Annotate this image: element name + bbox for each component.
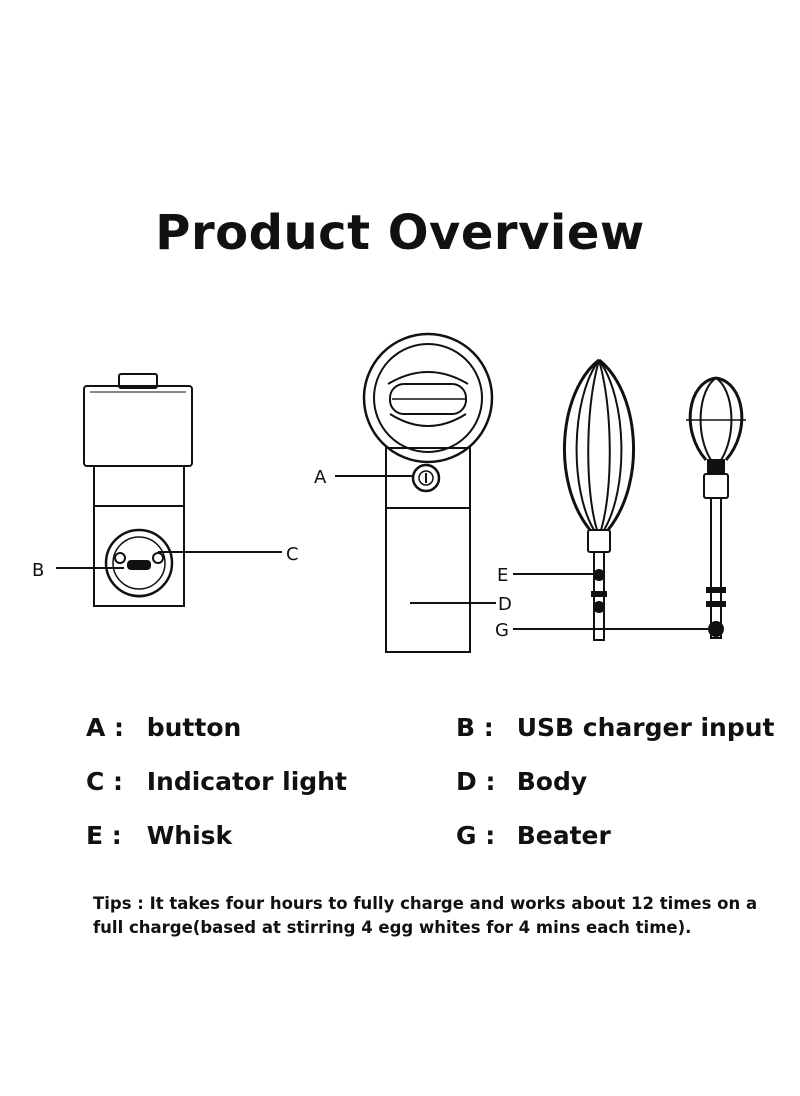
legend-text: Indicator light (146, 767, 347, 796)
callout-d: D (498, 594, 512, 615)
callout-b: B (32, 560, 44, 581)
legend-item-c: C : Indicator light (86, 767, 347, 796)
power-button-ring (411, 463, 441, 493)
legend-letter: C : (86, 767, 124, 796)
legend-text: USB charger input (516, 713, 775, 742)
device-back-view (83, 373, 193, 607)
legend-letter: D : (456, 767, 496, 796)
legend-text: Whisk (146, 821, 233, 850)
legend-letter: E : (86, 821, 122, 850)
legend-text: Beater (516, 821, 611, 850)
callout-a: A (314, 467, 327, 488)
product-diagram: A B C D E G (32, 332, 746, 653)
device-front-view (362, 332, 494, 653)
page-title: Product Overview (155, 205, 645, 261)
legend-letter: G : (456, 821, 496, 850)
whisk-attachment (563, 358, 635, 641)
beater-attachment (686, 376, 746, 639)
legend-item-a: A : button (86, 713, 241, 742)
callout-g: G (495, 620, 509, 641)
charging-tips: Tips : It takes four hours to fully char… (93, 894, 758, 937)
legend-item-b: B : USB charger input (456, 713, 775, 742)
usb-port-slot (127, 560, 151, 570)
legend-text: button (146, 713, 242, 742)
legend-letter: A : (86, 713, 125, 742)
indicator-light-dot (114, 552, 126, 564)
parts-legend: A : button B : USB charger input C : Ind… (0, 705, 800, 875)
legend-item-d: D : Body (456, 767, 587, 796)
callout-c: C (286, 544, 299, 565)
callout-e: E (497, 565, 508, 586)
legend-item-e: E : Whisk (86, 821, 232, 850)
legend-text: Body (516, 767, 588, 796)
legend-item-g: G : Beater (456, 821, 611, 850)
legend-letter: B : (456, 713, 494, 742)
